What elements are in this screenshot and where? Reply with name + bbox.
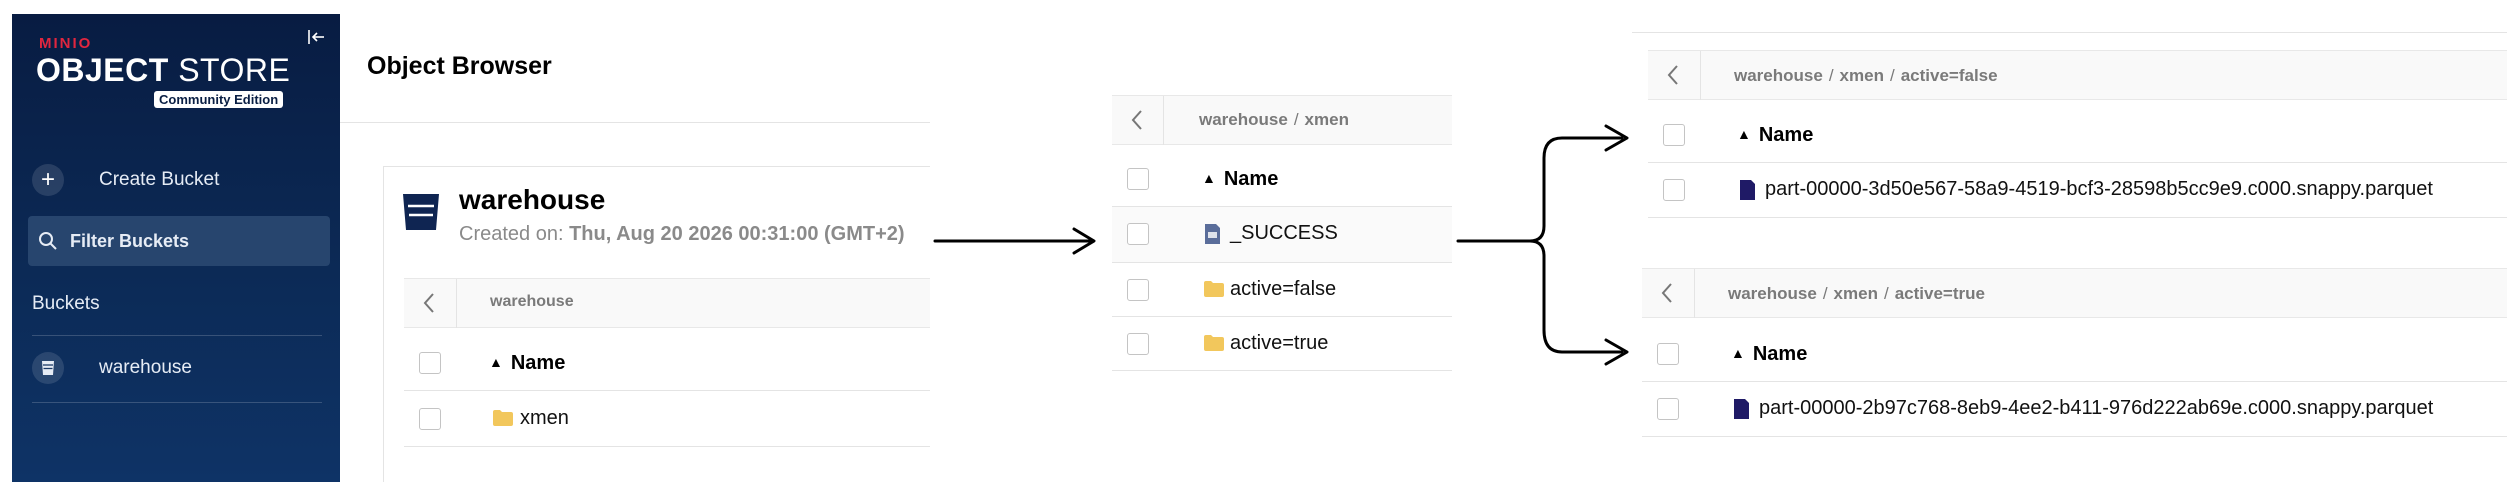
sidebar: MINIO OBJECT STORE Community Edition + C… xyxy=(12,14,340,482)
breadcrumb-bar xyxy=(1112,95,1452,145)
row-checkbox[interactable] xyxy=(1663,179,1685,201)
back-icon[interactable] xyxy=(1124,105,1150,135)
page-title: Object Browser xyxy=(367,52,552,80)
edition-badge: Community Edition xyxy=(154,91,284,108)
brand-logo: OBJECT STORE xyxy=(36,52,291,88)
row-checkbox[interactable] xyxy=(1127,279,1149,301)
divider xyxy=(1163,96,1164,145)
breadcrumb[interactable]: warehouse/xmen xyxy=(1199,110,1349,129)
collapse-sidebar-icon[interactable] xyxy=(305,26,327,48)
buckets-section-title: Buckets xyxy=(32,293,100,314)
parquet-file-icon xyxy=(1734,399,1749,419)
breadcrumb-bar xyxy=(1642,268,2507,318)
folder-name[interactable]: xmen xyxy=(520,407,569,429)
row-highlight xyxy=(1112,207,1452,262)
sidebar-item-warehouse[interactable]: warehouse xyxy=(32,350,322,386)
sort-asc-icon: ▲ xyxy=(1737,126,1751,142)
bucket-icon xyxy=(403,194,439,230)
sort-asc-icon: ▲ xyxy=(1731,345,1745,361)
breadcrumb[interactable]: warehouse/xmen/active=false xyxy=(1734,66,1998,85)
card-top-border xyxy=(383,166,930,167)
row-checkbox[interactable] xyxy=(1657,398,1679,420)
divider xyxy=(1642,381,2507,382)
divider xyxy=(1112,370,1452,371)
divider xyxy=(1700,51,1701,100)
breadcrumb-bar xyxy=(404,278,930,328)
select-all-checkbox[interactable] xyxy=(419,352,441,374)
select-all-checkbox[interactable] xyxy=(1663,124,1685,146)
name-column-header[interactable]: ▲Name xyxy=(1202,168,1279,190)
divider xyxy=(404,446,930,447)
header-divider xyxy=(340,122,930,123)
divider xyxy=(1112,316,1452,317)
divider xyxy=(1648,162,2507,163)
create-bucket-label: Create Bucket xyxy=(99,169,220,190)
divider xyxy=(456,279,457,328)
sort-asc-icon: ▲ xyxy=(1202,170,1216,186)
file-name[interactable]: part-00000-2b97c768-8eb9-4ee2-b411-976d2… xyxy=(1759,397,2434,419)
bucket-icon xyxy=(32,352,64,384)
breadcrumb[interactable]: warehouse/xmen/active=true xyxy=(1728,284,1985,303)
back-icon[interactable] xyxy=(1654,278,1680,308)
divider xyxy=(1112,206,1452,207)
filter-buckets-placeholder: Filter Buckets xyxy=(70,230,190,251)
bucket-name: warehouse xyxy=(459,184,606,215)
sort-asc-icon: ▲ xyxy=(489,354,503,370)
create-bucket-button[interactable]: + Create Bucket xyxy=(32,162,322,198)
file-name[interactable]: part-00000-3d50e567-58a9-4519-bcf3-28598… xyxy=(1765,178,2433,200)
parquet-file-icon xyxy=(1740,180,1755,200)
divider xyxy=(1694,269,1695,318)
folder-icon xyxy=(1204,335,1224,351)
sidebar-item-label: warehouse xyxy=(99,357,192,378)
divider xyxy=(1112,262,1452,263)
folder-name[interactable]: active=true xyxy=(1230,332,1329,354)
brand-small: MINIO xyxy=(39,35,93,52)
folder-name[interactable]: active=false xyxy=(1230,278,1337,300)
file-icon xyxy=(1205,224,1220,244)
row-checkbox[interactable] xyxy=(1127,223,1149,245)
divider xyxy=(1648,217,2507,218)
divider xyxy=(32,335,322,336)
card-left-border xyxy=(383,166,384,482)
select-all-checkbox[interactable] xyxy=(1127,168,1149,190)
folder-icon xyxy=(493,410,513,426)
breadcrumb-bar xyxy=(1648,50,2507,100)
bucket-created-on: Created on: Thu, Aug 20 2026 00:31:00 (G… xyxy=(459,223,905,245)
divider xyxy=(1632,32,2507,33)
back-icon[interactable] xyxy=(1660,60,1686,90)
name-column-header[interactable]: ▲Name xyxy=(1731,343,1808,365)
name-column-header[interactable]: ▲Name xyxy=(1737,124,1814,146)
row-checkbox[interactable] xyxy=(1127,333,1149,355)
divider xyxy=(32,402,322,403)
row-checkbox[interactable] xyxy=(419,408,441,430)
select-all-checkbox[interactable] xyxy=(1657,343,1679,365)
name-column-header[interactable]: ▲Name xyxy=(489,352,566,374)
divider xyxy=(1642,436,2507,437)
divider xyxy=(404,390,930,391)
file-name[interactable]: _SUCCESS xyxy=(1230,222,1338,244)
search-icon xyxy=(39,232,57,250)
filter-buckets-input[interactable]: Filter Buckets xyxy=(28,216,330,266)
plus-icon: + xyxy=(32,164,64,196)
back-icon[interactable] xyxy=(416,288,442,318)
folder-icon xyxy=(1204,281,1224,297)
breadcrumb[interactable]: warehouse xyxy=(490,293,574,310)
